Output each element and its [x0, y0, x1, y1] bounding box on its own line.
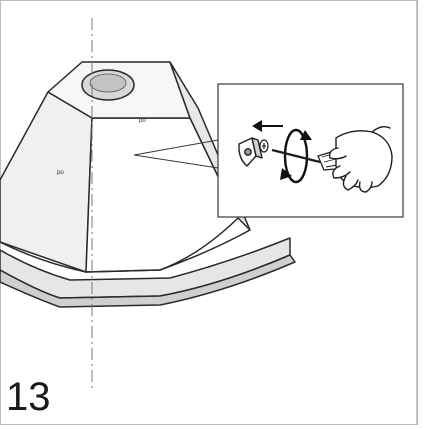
- hand-icon: [328, 125, 393, 193]
- rotate-counterclockwise-icon: [280, 128, 312, 184]
- hood-mark-side: ᵖᵒ: [139, 116, 146, 126]
- bracket-icon: [238, 137, 263, 167]
- hood-base: [0, 237, 296, 308]
- callout-leader: [133, 139, 219, 169]
- arrow-left-icon: [252, 120, 283, 132]
- chimney-opening-inner: [89, 73, 127, 93]
- screw-icon: [259, 139, 269, 153]
- hood-mark-front: ᵖᵒ: [57, 168, 64, 178]
- step-number: 13: [6, 375, 51, 419]
